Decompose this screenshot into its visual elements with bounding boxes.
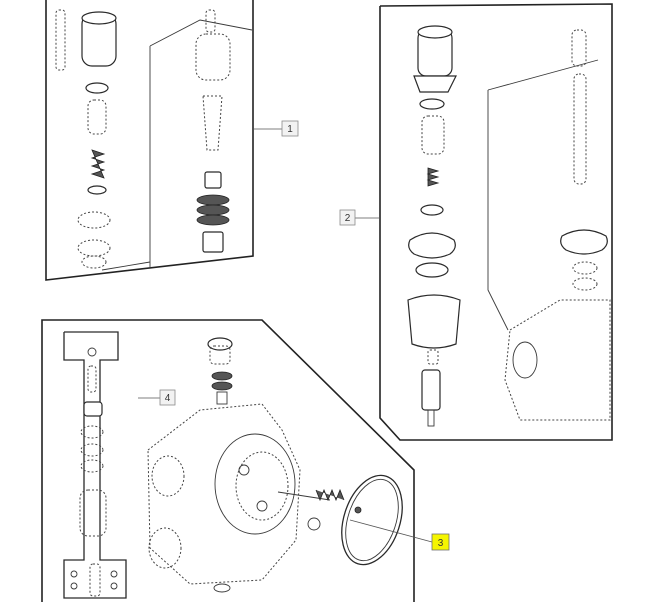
leader-3 bbox=[349, 519, 433, 543]
panel-3-pump-body bbox=[147, 403, 321, 593]
callout-leaders bbox=[138, 128, 433, 543]
panel-3-seal-ring-group bbox=[277, 474, 403, 566]
panel-1-axis-line bbox=[149, 19, 253, 47]
panel-2-solenoid-assembly bbox=[379, 3, 613, 441]
callout-4-label: 4 bbox=[165, 393, 171, 404]
panel-2-body-fragment bbox=[504, 299, 611, 421]
panel-2-axis-line-2 bbox=[487, 59, 599, 91]
panel-2-port bbox=[512, 341, 538, 379]
callout-3-box[interactable] bbox=[431, 533, 450, 551]
panel-2-axis-line bbox=[487, 90, 509, 331]
callout-4[interactable]: 4 bbox=[159, 389, 176, 406]
o-ring-seal bbox=[341, 474, 403, 566]
callout-1-label: 1 bbox=[287, 124, 293, 135]
panel-4-inset-stack bbox=[63, 331, 127, 599]
panel-2-right-stack bbox=[560, 29, 608, 291]
callout-4-box[interactable] bbox=[159, 389, 176, 406]
panel-2-frame bbox=[379, 3, 613, 441]
panel-3-upper-parts bbox=[207, 337, 233, 405]
panel-1-frame bbox=[45, 0, 254, 281]
callout-2-box[interactable] bbox=[339, 209, 356, 226]
callout-1[interactable]: 1 bbox=[281, 120, 299, 137]
panel-3-pump-body-assembly bbox=[41, 319, 415, 602]
panel-1-right-stack bbox=[195, 9, 231, 253]
panel-1-valve-assembly bbox=[45, 0, 254, 281]
panel-3-frame bbox=[41, 319, 415, 602]
callout-2[interactable]: 2 bbox=[339, 209, 356, 226]
callout-2-label: 2 bbox=[345, 213, 351, 224]
callout-1-box[interactable] bbox=[281, 120, 299, 137]
panel-1-left-stack bbox=[55, 9, 117, 269]
panel-2-left-stack bbox=[407, 25, 461, 427]
callout-3[interactable]: 3 bbox=[431, 533, 450, 551]
callout-3-label: 3 bbox=[438, 538, 444, 549]
panel-1-axis-line-3 bbox=[101, 261, 151, 271]
